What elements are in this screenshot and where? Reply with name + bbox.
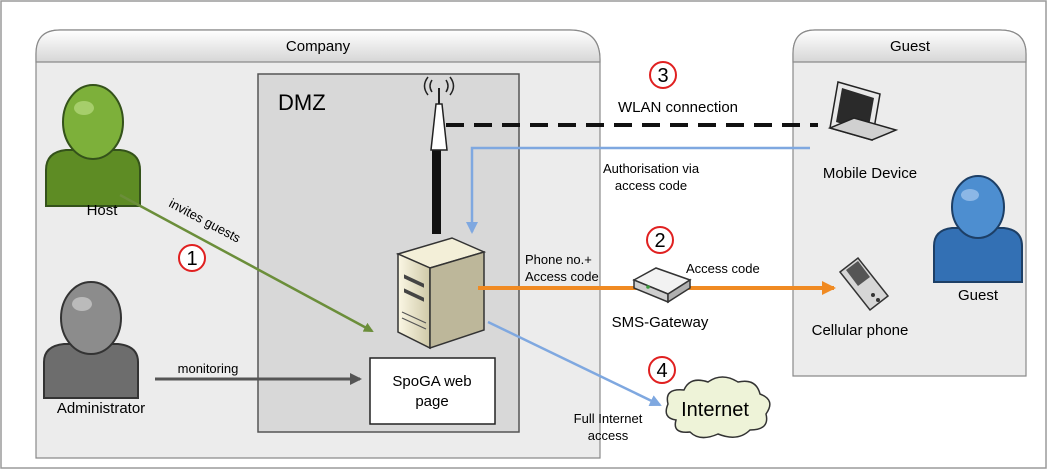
full-internet-arrow <box>487 320 662 407</box>
step-2-badge: 2 <box>646 226 674 254</box>
company-zone-title: Company <box>286 38 351 55</box>
authorisation-label-line2: access code <box>615 178 687 193</box>
authorisation-label-line1: Authorisation via <box>603 161 700 176</box>
internet-cloud-icon: Internet <box>665 376 771 439</box>
step-1-badge: 1 <box>178 244 206 272</box>
guest-label: Guest <box>958 287 999 304</box>
server-icon <box>395 237 487 350</box>
authorisation-arrow <box>466 146 810 234</box>
cellular-phone-icon <box>838 256 890 312</box>
spoga-web-page-box: SpoGA web page <box>369 357 496 425</box>
guest-person-icon <box>933 175 1023 283</box>
full-internet-label-line2: access <box>588 428 629 443</box>
monitoring-label: monitoring <box>178 361 239 376</box>
laptop-icon <box>827 81 899 141</box>
dmz-title: DMZ <box>278 90 326 115</box>
web-page-label-line1: SpoGA web <box>392 373 471 390</box>
administrator-person-icon <box>43 281 139 399</box>
sms-gateway-label: SMS-Gateway <box>612 314 709 331</box>
invites-guests-arrow <box>119 193 374 333</box>
step-2-number: 2 <box>654 230 665 252</box>
cellular-phone-label: Cellular phone <box>812 322 909 339</box>
step-3-badge: 3 <box>649 61 677 89</box>
wlan-antenna-icon <box>423 76 455 234</box>
guest-zone-title: Guest <box>890 38 931 55</box>
host-label: Host <box>87 202 119 219</box>
web-page-label-line2: page <box>415 393 448 410</box>
mobile-device-label: Mobile Device <box>823 165 917 182</box>
internet-label: Internet <box>681 399 749 421</box>
wlan-connection-label: WLAN connection <box>618 99 738 116</box>
step-4-number: 4 <box>656 360 667 382</box>
phone-access-label-line1: Phone no.+ <box>525 252 592 267</box>
access-code-label: Access code <box>686 261 760 276</box>
full-internet-label-line1: Full Internet <box>574 411 643 426</box>
host-person-icon <box>45 84 141 207</box>
sms-gateway-icon <box>632 267 692 304</box>
step-1-number: 1 <box>186 248 197 270</box>
administrator-label: Administrator <box>57 400 145 417</box>
step-4-badge: 4 <box>648 356 676 384</box>
phone-access-label-line2: Access code <box>525 269 599 284</box>
step-3-number: 3 <box>657 65 668 87</box>
